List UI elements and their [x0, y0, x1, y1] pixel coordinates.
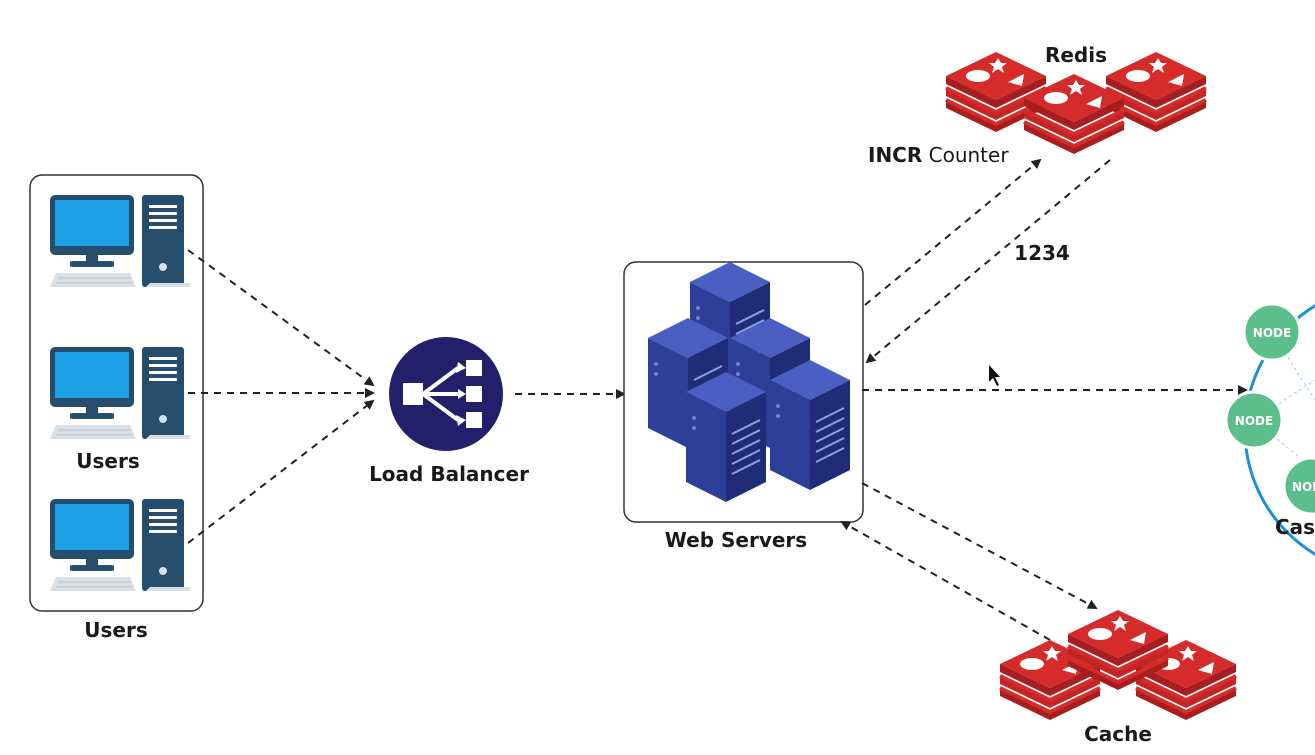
cassandra-label: Cas — [1275, 515, 1315, 539]
node-label-2: NODE — [1235, 414, 1273, 428]
cache-label: Cache — [1084, 722, 1152, 746]
counter-word: Counter — [922, 143, 1009, 167]
redis-logo-icon — [944, 50, 1208, 156]
incr-counter-label: INCR Counter — [868, 143, 1009, 167]
load-balancer-icon — [389, 337, 503, 451]
arrow-user3-to-lb — [187, 399, 375, 544]
node-label-3: NODE — [1292, 480, 1315, 494]
mouse-cursor-icon — [989, 365, 1000, 386]
arrow-user1-to-lb — [187, 249, 375, 387]
users-inner-label: Users — [76, 449, 139, 473]
arrow-cache-to-webservers — [840, 521, 1051, 641]
desktop-computer-icon — [49, 346, 191, 440]
arrow-webservers-to-redis — [864, 158, 1042, 306]
arrow-redis-to-webservers — [865, 159, 1111, 364]
desktop-computer-icon — [49, 498, 191, 592]
counter-value-label: 1234 — [1014, 241, 1070, 265]
redis-label: Redis — [1045, 43, 1107, 67]
incr-keyword: INCR — [868, 143, 922, 167]
load-balancer-label: Load Balancer — [369, 462, 529, 486]
desktop-computer-icon — [49, 194, 191, 288]
node-label-1: NODE — [1253, 326, 1291, 340]
web-servers-label: Web Servers — [665, 528, 807, 552]
arrow-webservers-to-cache — [861, 482, 1098, 609]
cassandra-ring-icon: NODE NODE NODE — [1224, 302, 1315, 556]
users-outer-label: Users — [84, 618, 147, 642]
redis-logo-icon — [998, 608, 1238, 722]
